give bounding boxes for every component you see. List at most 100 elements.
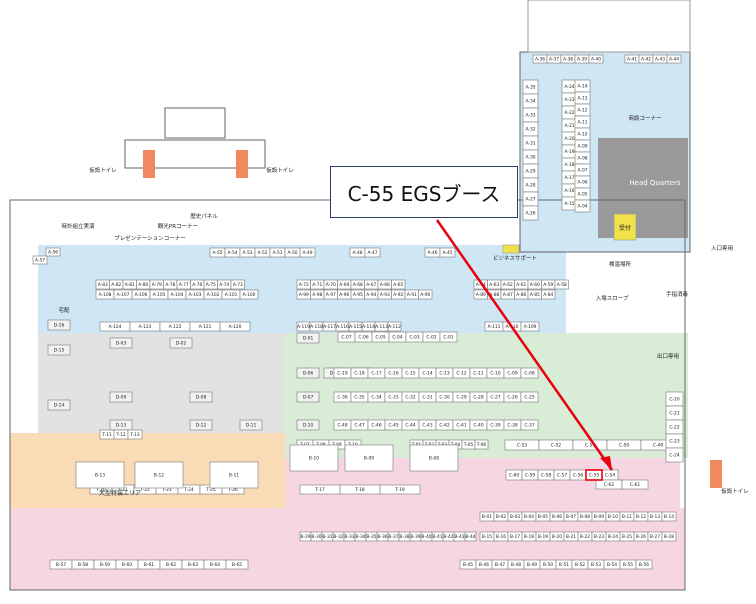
booth-label-c-43: C-43 — [422, 423, 432, 429]
booth-label-d-10: D-10 — [303, 423, 314, 429]
booth-b-09 — [344, 444, 394, 472]
booth-d-08 — [189, 391, 213, 403]
booth-label-a-71: A-71 — [312, 282, 322, 288]
booth-d-16 — [47, 319, 71, 331]
booth-label-b-43: B-43 — [454, 534, 464, 540]
booth-label-b-44: B-44 — [465, 534, 475, 540]
booth-d-11 — [239, 419, 263, 431]
tourism-label: 観光PRコーナー — [158, 222, 198, 230]
booth-label-c-41: C-41 — [456, 423, 466, 429]
booth-a-65 — [391, 279, 406, 290]
booth-label-a-51: A-51 — [272, 250, 282, 256]
booth-c-37 — [520, 419, 539, 431]
booth-label-a-74: A-74 — [219, 282, 229, 288]
booth-label-a-34: A-34 — [525, 99, 535, 105]
booth-label-b-20: B-20 — [552, 534, 562, 540]
booth-label-b-30: B-30 — [311, 534, 321, 540]
booth-label-a-15: A-15 — [564, 201, 574, 207]
booth-label-a-108: A-108 — [99, 292, 112, 298]
booth-label-b-09: B-09 — [594, 514, 604, 520]
booth-label-a-112: A-112 — [388, 324, 401, 330]
booth-label-a-11: A-11 — [577, 120, 587, 126]
booth-label-b-15: B-15 — [482, 534, 492, 540]
booth-label-a-36: A-36 — [535, 57, 545, 63]
booth-label-a-81: A-81 — [125, 282, 135, 288]
booth-label-a-28: A-28 — [525, 183, 535, 189]
booth-label-b-41: B-41 — [432, 534, 442, 540]
booth-label-a-97: A-97 — [326, 292, 336, 298]
booth-d-06 — [296, 367, 320, 379]
booth-label-a-69: A-69 — [339, 282, 349, 288]
booth-label-a-60: A-60 — [530, 282, 540, 288]
booth-c-25 — [520, 391, 539, 403]
booth-label-a-123: A-123 — [139, 324, 152, 330]
booth-b-56 — [635, 559, 653, 570]
booth-label-c-33: C-33 — [388, 395, 398, 401]
booth-label-a-06: A-06 — [577, 180, 587, 186]
booth-label-d-08: D-08 — [196, 395, 207, 401]
booth-a-112 — [387, 321, 402, 332]
booth-label-c-55: C-55 — [589, 473, 599, 479]
booth-c-08 — [520, 367, 539, 379]
booth-label-b-12: B-12 — [154, 473, 164, 479]
booth-b-13 — [75, 461, 125, 489]
booth-label-a-18: A-18 — [564, 162, 574, 168]
booth-label-c-59: C-59 — [525, 473, 535, 479]
booth-label-a-42: A-42 — [641, 57, 651, 63]
booth-label-c-51: C-51 — [585, 443, 595, 449]
booth-label-c-18: C-18 — [354, 371, 364, 377]
booth-label-a-67: A-67 — [366, 282, 376, 288]
toilet-icon-1 — [143, 150, 155, 178]
booth-label-b-48: B-48 — [511, 562, 521, 568]
toilet-label-2: 仮設トイレ — [266, 166, 294, 174]
booth-d-10 — [296, 419, 320, 431]
booth-label-b-57: B-57 — [56, 562, 66, 568]
booth-label-c-40: C-40 — [473, 423, 483, 429]
booth-label-b-59: B-59 — [100, 562, 110, 568]
booth-label-b-07: B-07 — [566, 514, 576, 520]
booth-label-a-53: A-53 — [242, 250, 252, 256]
booth-a-90 — [418, 289, 433, 300]
booth-a-100 — [239, 289, 259, 300]
booth-label-b-24: B-24 — [608, 534, 618, 540]
booth-b-10 — [289, 444, 339, 472]
toilet-icon-3 — [710, 460, 722, 488]
booth-label-b-29: B-29 — [300, 534, 310, 540]
booth-label-a-61: A-61 — [516, 282, 526, 288]
booth-label-t-21: T-21 — [117, 487, 128, 493]
booth-label-a-09: A-09 — [577, 144, 587, 150]
booth-label-b-35: B-35 — [366, 534, 376, 540]
booth-label-d-13: D-13 — [116, 423, 127, 429]
booth-label-a-101: A-101 — [225, 292, 238, 298]
business-support-box — [502, 244, 520, 254]
booth-label-a-31: A-31 — [525, 141, 535, 147]
booth-label-b-16: B-16 — [496, 534, 506, 540]
booth-b-08 — [409, 444, 459, 472]
booth-label-a-48: A-48 — [352, 250, 362, 256]
booth-label-a-83: A-83 — [98, 282, 108, 288]
booth-b-14 — [661, 511, 677, 522]
booth-a-84 — [541, 289, 556, 300]
booth-label-a-43: A-43 — [655, 57, 665, 63]
booth-label-a-05: A-05 — [577, 192, 587, 198]
booth-label-c-22: C-22 — [669, 425, 679, 431]
booth-label-a-91: A-91 — [407, 292, 417, 298]
booth-label-a-96: A-96 — [339, 292, 349, 298]
booth-d-09 — [109, 391, 133, 403]
reception-box — [613, 213, 637, 241]
booth-label-c-19: C-19 — [337, 371, 347, 377]
booth-label-c-38: C-38 — [507, 423, 517, 429]
booth-a-26 — [522, 205, 539, 221]
booth-label-a-24: A-24 — [564, 84, 574, 90]
booth-label-c-61: C-61 — [630, 482, 640, 488]
booth-a-49 — [299, 247, 316, 258]
booth-label-c-50: C-50 — [619, 443, 629, 449]
hq-label: Head Quarters — [629, 179, 681, 187]
booth-label-b-04: B-04 — [524, 514, 534, 520]
booth-label-a-07: A-07 — [577, 168, 587, 174]
booth-label-a-22: A-22 — [564, 110, 574, 116]
booth-label-c-46: C-46 — [371, 423, 381, 429]
booth-label-b-47: B-47 — [495, 562, 505, 568]
booth-a-57 — [32, 255, 48, 265]
booth-label-a-93: A-93 — [380, 292, 390, 298]
